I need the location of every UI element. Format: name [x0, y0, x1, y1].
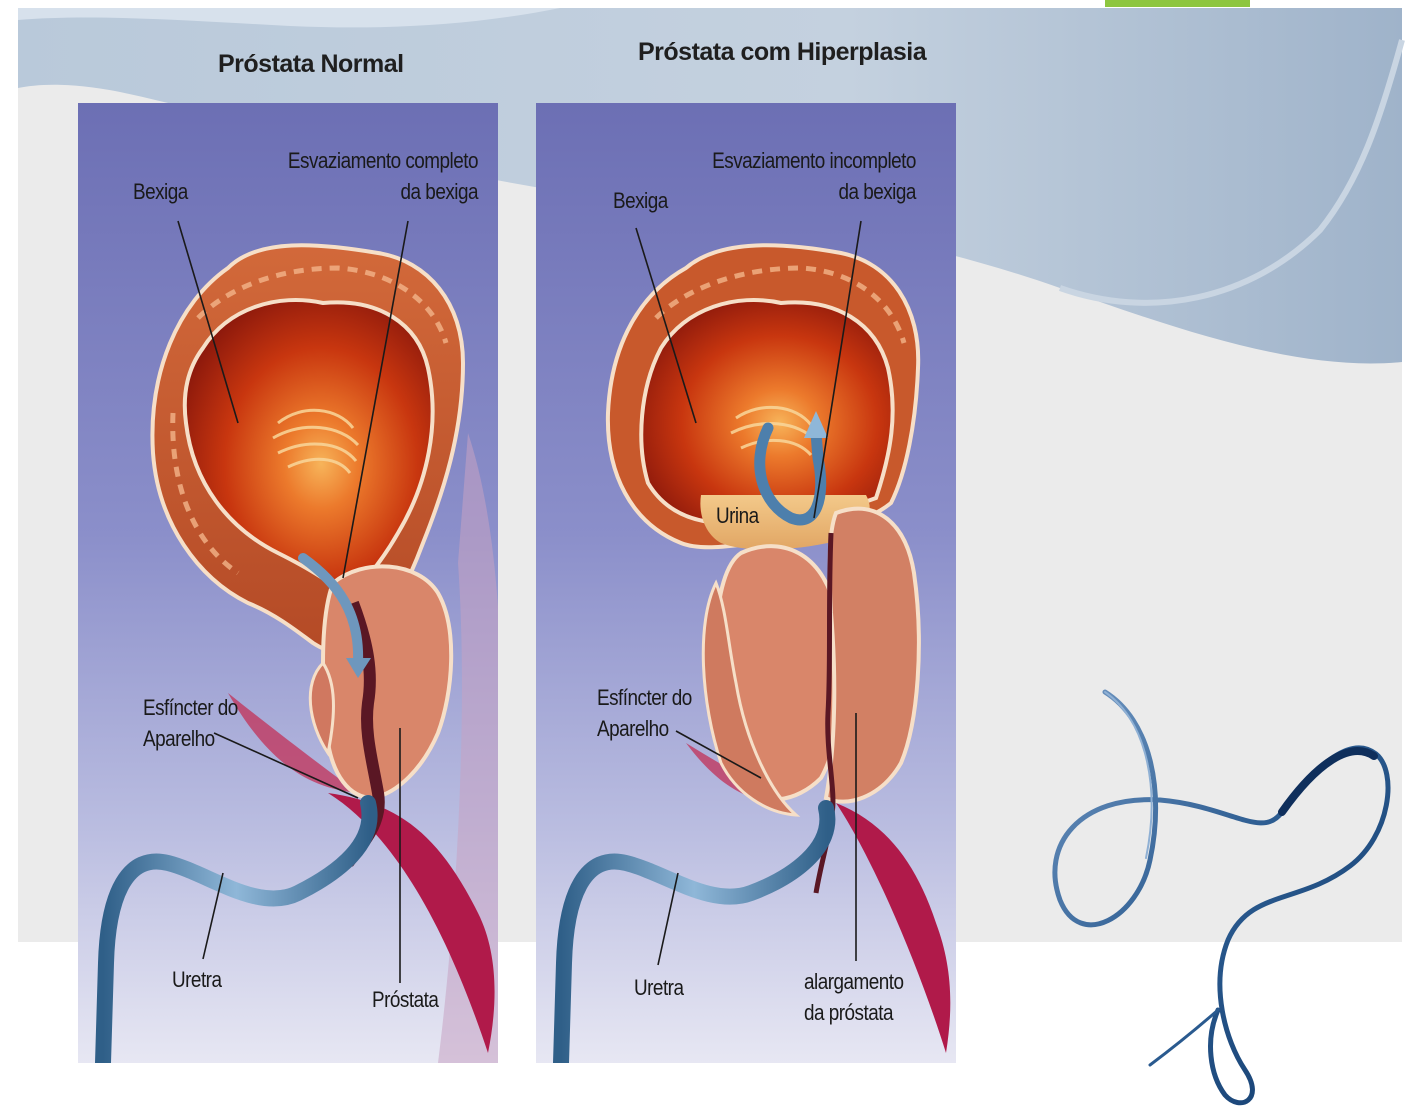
label-sphincter-line2: Aparelho	[597, 713, 692, 744]
label-complete-emptying: Esvaziamento completo da bexiga	[288, 145, 478, 207]
label-prostate: Próstata	[372, 984, 438, 1015]
label-urine: Urina	[716, 500, 759, 531]
label-sphincter-line1: Esfíncter do	[143, 692, 238, 723]
label-incomplete-emptying-line2: da bexiga	[712, 176, 916, 207]
label-incomplete-emptying: Esvaziamento incompleto da bexiga	[712, 145, 916, 207]
label-complete-emptying-line1: Esvaziamento completo	[288, 145, 478, 176]
hyperplasia-prostate-illustration	[536, 103, 956, 1063]
label-complete-emptying-line2: da bexiga	[288, 176, 478, 207]
label-urethra: Uretra	[172, 964, 221, 995]
label-sphincter-line1: Esfíncter do	[597, 682, 692, 713]
label-prostate-enlargement: alargamento da próstata	[804, 966, 904, 1028]
label-sphincter: Esfíncter do Aparelho	[143, 692, 238, 754]
hyperplasia-panel-title: Próstata com Hiperplasia	[638, 38, 926, 67]
label-sphincter-line2: Aparelho	[143, 723, 238, 754]
label-bladder: Bexiga	[133, 176, 188, 207]
accent-tab	[1105, 0, 1250, 7]
enlarged-prostate-lobe	[826, 509, 919, 802]
label-sphincter: Esfíncter do Aparelho	[597, 682, 692, 744]
label-incomplete-emptying-line1: Esvaziamento incompleto	[712, 145, 916, 176]
normal-panel-title: Próstata Normal	[218, 50, 404, 79]
label-bladder: Bexiga	[613, 185, 668, 216]
normal-prostate-illustration	[78, 103, 498, 1063]
label-prostate-enlargement-line1: alargamento	[804, 966, 904, 997]
label-prostate-enlargement-line2: da próstata	[804, 997, 904, 1028]
label-urethra: Uretra	[634, 972, 683, 1003]
